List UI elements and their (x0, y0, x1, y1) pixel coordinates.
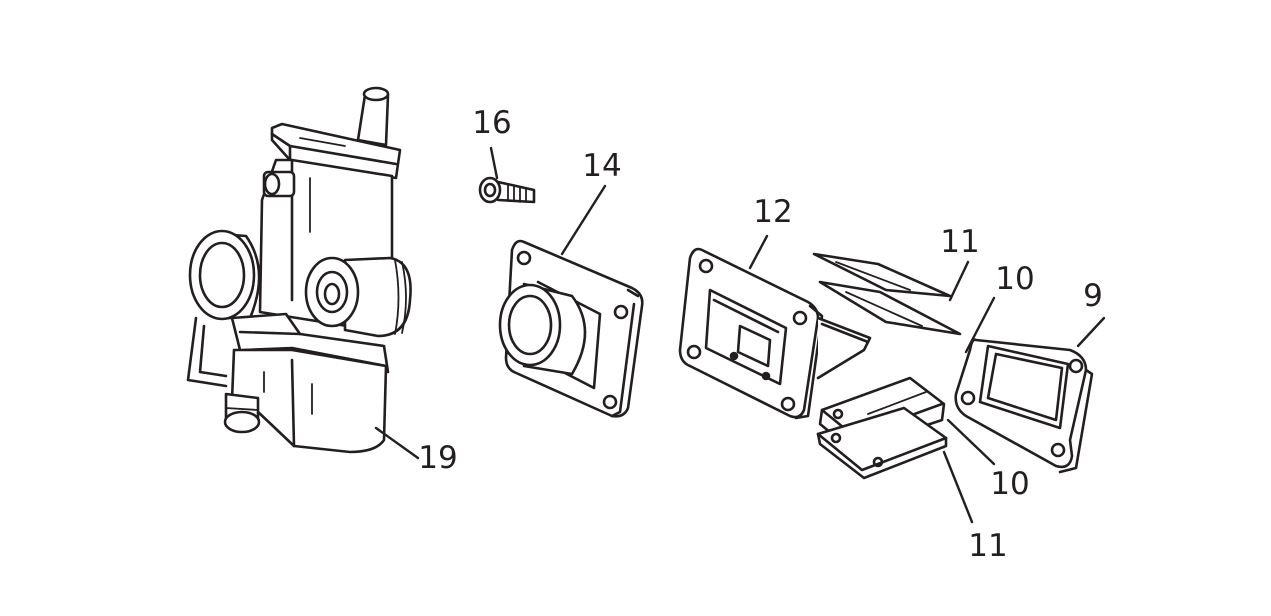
part-intake-manifold (498, 239, 644, 418)
callout-9: 9 (1083, 278, 1103, 314)
part-carburetor (186, 86, 412, 454)
leader-9 (1076, 316, 1106, 348)
callout-10-lower: 10 (990, 466, 1029, 502)
part-reed-stopper-upper (818, 280, 962, 336)
callout-11-lower: 11 (968, 528, 1007, 564)
callout-16: 16 (472, 105, 511, 141)
leader-14 (560, 184, 607, 256)
callout-19: 19 (418, 440, 457, 476)
part-bolt (478, 176, 536, 204)
part-reed-block (678, 247, 872, 420)
leader-19 (374, 426, 420, 460)
callout-10-upper: 10 (995, 261, 1034, 297)
callout-12: 12 (753, 194, 792, 230)
leader-16 (489, 146, 499, 180)
leader-11-lower (942, 450, 974, 524)
leader-lines (374, 146, 1106, 524)
part-reed-petal-lower (816, 406, 948, 480)
callout-14: 14 (582, 148, 621, 184)
leader-12 (748, 234, 769, 270)
callouts: 16 14 12 11 10 9 19 10 11 (418, 105, 1103, 564)
callout-11-upper: 11 (940, 224, 979, 260)
leader-10-lower (946, 418, 996, 466)
leader-10-upper (964, 296, 996, 354)
part-gasket (954, 338, 1094, 474)
leader-11-upper (948, 260, 970, 302)
part-reed-petal-upper (812, 252, 952, 298)
